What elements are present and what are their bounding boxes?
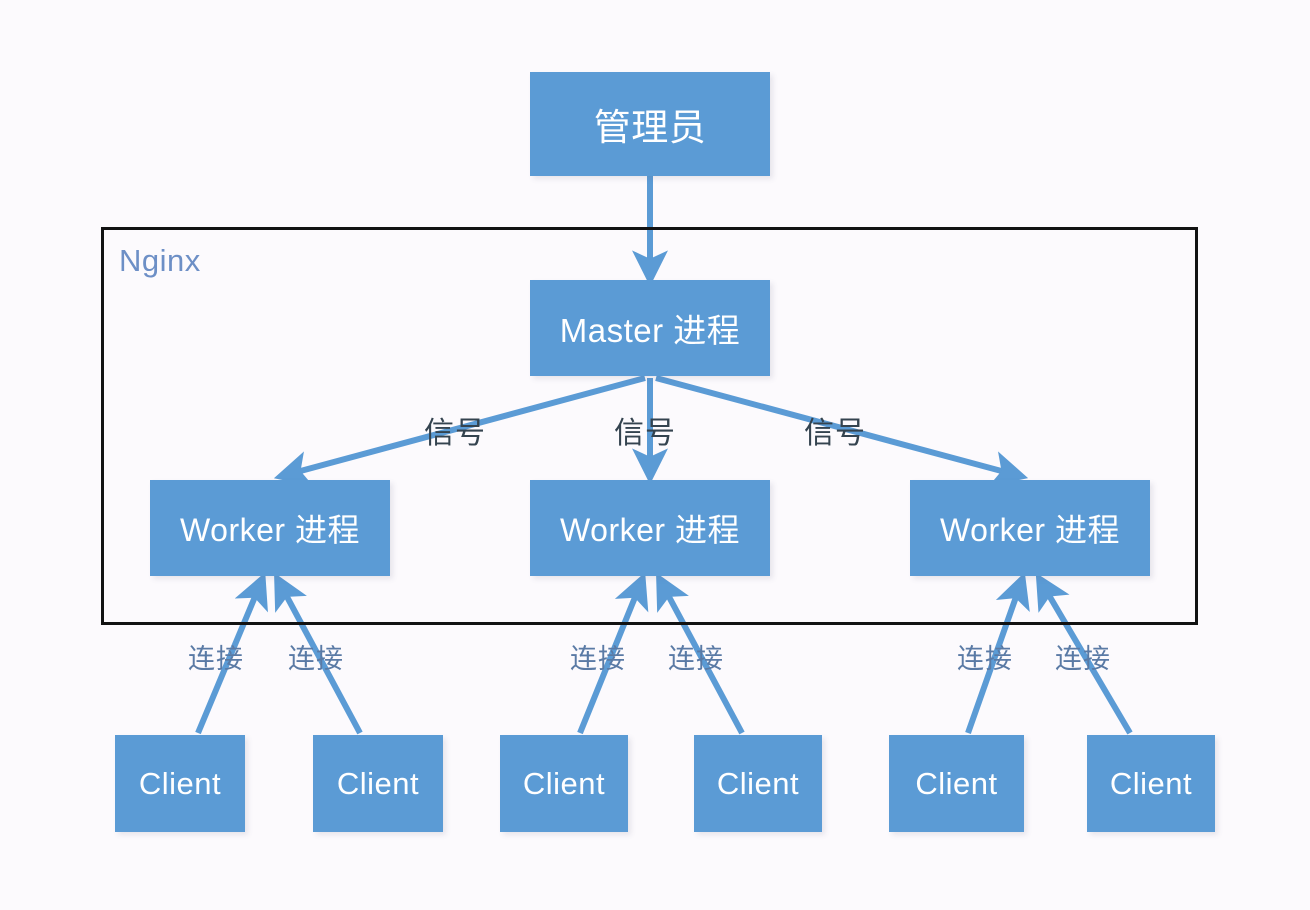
node-client-1[interactable]: Client: [115, 735, 245, 832]
node-client-6-label: Client: [1109, 765, 1193, 801]
node-client-5[interactable]: Client: [889, 735, 1024, 832]
node-worker-1-label: Worker 进程: [180, 512, 360, 548]
node-worker-2-label: Worker 进程: [560, 512, 740, 548]
nginx-container-label: Nginx: [119, 243, 201, 278]
node-worker-1[interactable]: Worker 进程: [150, 480, 390, 576]
edge-label-connection-4: 连接: [668, 644, 724, 674]
node-client-6[interactable]: Client: [1087, 735, 1215, 832]
edge-label-connection-2: 连接: [288, 644, 344, 674]
node-client-4[interactable]: Client: [694, 735, 822, 832]
edge-label-signal-1: 信号: [424, 417, 486, 450]
node-worker-2[interactable]: Worker 进程: [530, 480, 770, 576]
edge-label-connection-1: 连接: [188, 644, 244, 674]
node-worker-3-label: Worker 进程: [940, 512, 1120, 548]
node-client-3-label: Client: [522, 765, 606, 801]
node-client-1-label: Client: [138, 765, 222, 801]
edge-label-signal-3: 信号: [804, 417, 866, 450]
edge-label-connection-5: 连接: [957, 644, 1013, 674]
node-master-label: Master 进程: [559, 312, 741, 349]
node-client-4-label: Client: [716, 765, 800, 801]
node-master[interactable]: Master 进程: [530, 280, 770, 376]
node-client-2[interactable]: Client: [313, 735, 443, 832]
node-worker-3[interactable]: Worker 进程: [910, 480, 1150, 576]
edge-label-signal-2: 信号: [614, 417, 676, 450]
node-client-2-label: Client: [336, 765, 420, 801]
node-admin-label: 管理员: [593, 107, 707, 148]
edge-label-connection-6: 连接: [1055, 644, 1111, 674]
node-admin[interactable]: 管理员: [530, 72, 770, 176]
edge-label-connection-3: 连接: [570, 644, 626, 674]
node-client-5-label: Client: [915, 765, 998, 801]
node-client-3[interactable]: Client: [500, 735, 628, 832]
